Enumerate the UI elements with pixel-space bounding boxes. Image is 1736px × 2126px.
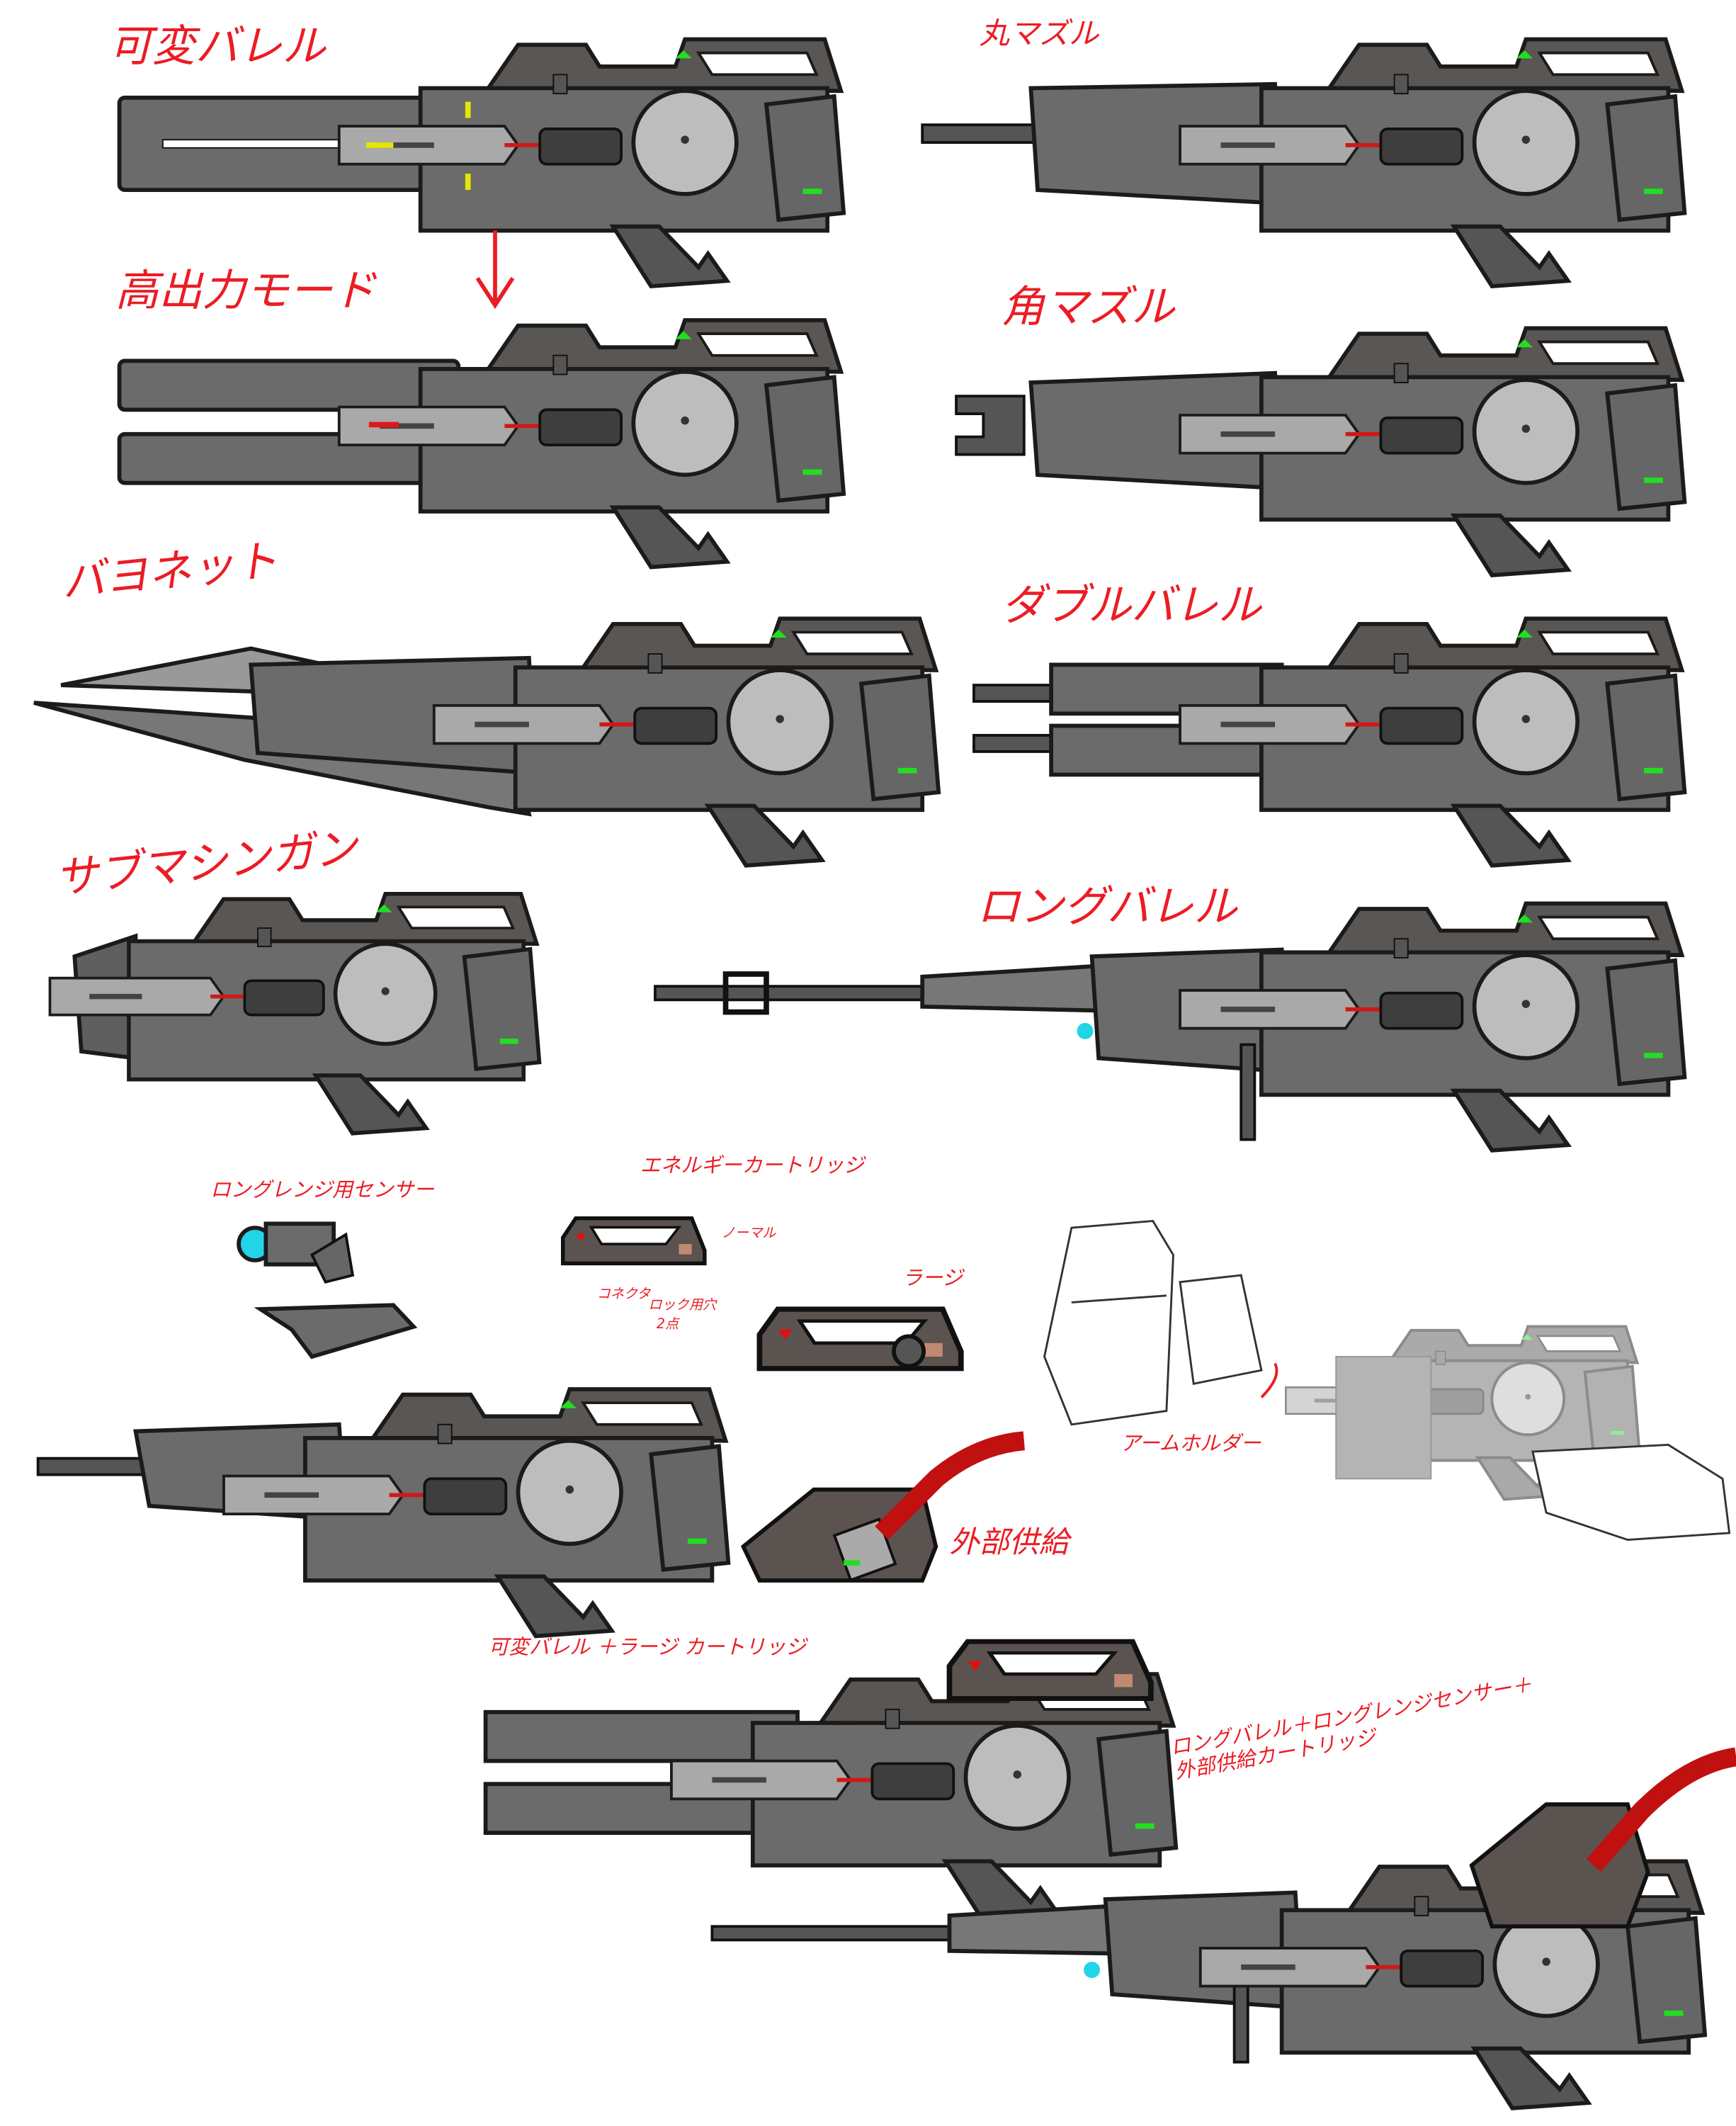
gun-square-muzzle [955,328,1684,575]
gun-long-barrel [654,903,1684,1150]
label-variable-barrel: 可変バレル [108,20,326,72]
label-combo-plus-2: ＋ [1509,1672,1534,1700]
label-large: ラージ [902,1265,963,1291]
label-variable-plus-large: 可変バレル ＋ラージ カートリッジ [488,1634,806,1660]
gun-round-muzzle [921,40,1684,287]
label-round-muzzle: 丸マズル [979,17,1099,52]
cartridge-normal [563,1219,705,1264]
label-square-muzzle: 角マズル [1001,281,1175,333]
label-arm-holder: アームホルダー [1120,1431,1261,1456]
label-external-supply: 外部供給 [949,1526,1070,1561]
label-double-barrel: ダブルバレル [1001,579,1261,631]
gun-high-output-mode [117,320,844,567]
label-energy-cartridge: エネルギーカートリッジ [640,1153,864,1178]
label-normal: ノーマル [721,1226,776,1242]
gun-variable-large-cartridge [483,1641,1176,1921]
arm-holder-sketch [1043,1219,1278,1426]
long-range-sensor-sketch [237,1221,418,1359]
label-lock-holes: ロック用穴 [648,1298,717,1313]
gun-long-barrel-sensor-external [710,1747,1736,2108]
arrow-down-icon [475,230,515,310]
gun-long-barrel-sensor [36,1389,729,1636]
gun-faded-with-hand [1286,1326,1639,1499]
hand-sketch [1531,1444,1731,1541]
gun-double-barrel [972,618,1684,866]
label-long-barrel: ロングバレル [976,880,1237,932]
label-lock-holes-count: 2点 [656,1317,679,1333]
gun-submachine [50,894,539,1133]
gun-bayonet [33,618,938,866]
label-long-range-sensor: ロングレンジ用センサー [210,1177,434,1202]
gun-variable-barrel [117,40,844,287]
label-connector: コネクタ [596,1287,651,1303]
cartridge-large [759,1309,960,1369]
label-high-output-mode: 高出力モード [115,264,376,317]
cartridge-external-supply [740,1431,1026,1583]
